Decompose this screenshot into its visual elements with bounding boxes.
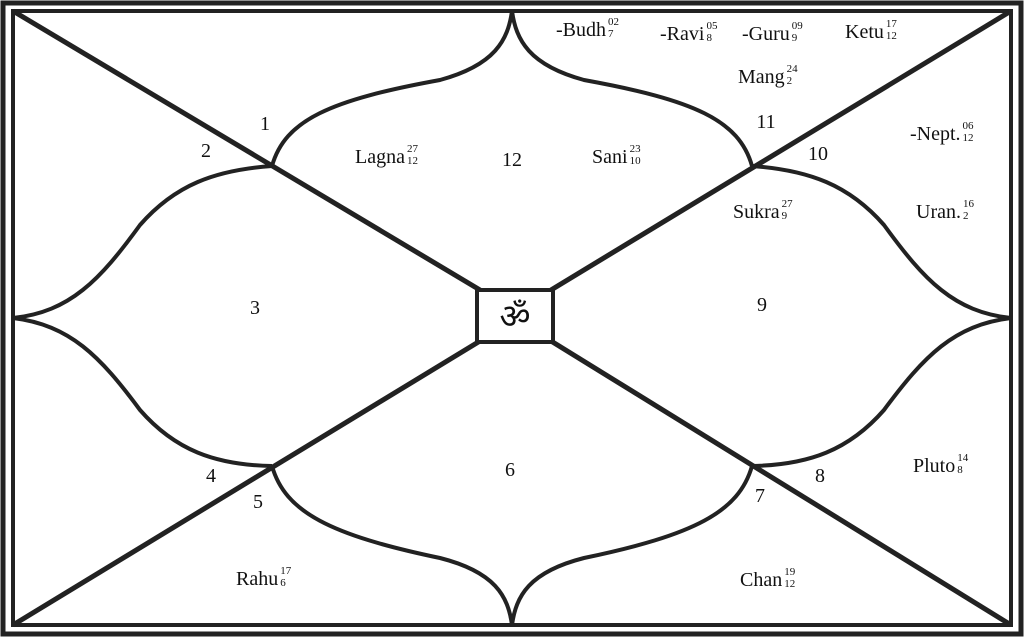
curve-right-bottom xyxy=(751,316,1012,468)
curve-right-top xyxy=(751,164,1012,320)
planet-degree: 24 xyxy=(787,63,799,75)
planet-sign: 10 xyxy=(630,155,642,167)
diagonal-right-top xyxy=(549,8,1013,293)
planet-degree: 19 xyxy=(784,566,796,578)
house-number-3: 3 xyxy=(250,297,260,319)
curve-left-bottom xyxy=(12,316,273,468)
planet-name: Lagna xyxy=(355,146,405,168)
house-number-10: 10 xyxy=(808,143,828,165)
house-number-7: 7 xyxy=(755,485,765,507)
planet-degree: 23 xyxy=(630,143,642,155)
planet-degree: 27 xyxy=(407,143,419,155)
planet-sign: 2 xyxy=(963,210,969,222)
planet-sign: 9 xyxy=(792,32,798,44)
curve-top-right xyxy=(510,10,754,167)
house-number-2: 2 xyxy=(201,140,211,162)
planet-sign: 7 xyxy=(608,28,614,40)
planet-sign: 8 xyxy=(706,32,712,44)
planet-degree: 27 xyxy=(782,198,794,210)
planet-degree: 02 xyxy=(608,16,619,28)
planet-name: -Guru xyxy=(742,23,790,45)
planet-name: -Nept. xyxy=(910,123,961,145)
planet-degree: 14 xyxy=(957,452,969,464)
planet-name: Sani xyxy=(592,146,628,168)
planet-name: Mang xyxy=(738,66,785,88)
diagonal-left-bottom xyxy=(11,338,482,628)
planet-sign: 12 xyxy=(886,30,897,42)
house-number-12: 12 xyxy=(502,149,522,171)
curve-bottom-right xyxy=(510,465,754,626)
planet-sign: 12 xyxy=(963,132,974,144)
planet-degree: 16 xyxy=(963,198,975,210)
planet-name: Chan xyxy=(740,569,782,591)
house-number-4: 4 xyxy=(206,465,216,487)
planet-name: -Ravi xyxy=(660,23,705,45)
planet-sign: 2 xyxy=(787,75,793,87)
planet-degree: 05 xyxy=(706,20,718,32)
diagonal-left-top xyxy=(11,8,482,293)
house-number-11: 11 xyxy=(756,111,775,133)
curve-top-left xyxy=(270,10,514,167)
planet-sign: 12 xyxy=(784,578,795,590)
curve-left-top xyxy=(12,164,273,320)
planet-sign: 12 xyxy=(407,155,418,167)
planet-name: Rahu xyxy=(236,568,278,590)
planet-sign: 9 xyxy=(782,210,788,222)
planet-name: Pluto xyxy=(913,455,955,477)
planet-name: -Budh xyxy=(556,19,606,41)
planet-degree: 09 xyxy=(792,20,804,32)
house-number-1: 1 xyxy=(260,113,270,135)
planet-degree: 17 xyxy=(886,18,898,30)
planet-name: Uran. xyxy=(916,201,961,223)
planet-degree: 06 xyxy=(963,120,975,132)
house-number-5: 5 xyxy=(253,491,263,513)
om-symbol: ॐ xyxy=(499,299,530,336)
planet-uran: Uran.162 xyxy=(916,198,974,223)
house-number-6: 6 xyxy=(505,459,515,481)
diagonal-right-bottom xyxy=(549,338,1013,628)
planet-name: Ketu xyxy=(845,21,884,43)
house-number-9: 9 xyxy=(757,294,767,316)
om-box xyxy=(475,288,555,344)
planet-degree: 17 xyxy=(280,565,292,577)
curve-bottom-left xyxy=(270,465,514,626)
house-number-8: 8 xyxy=(815,465,825,487)
planet-sign: 6 xyxy=(280,577,286,589)
planet-sign: 8 xyxy=(957,464,963,476)
planet-name: Sukra xyxy=(733,201,780,223)
